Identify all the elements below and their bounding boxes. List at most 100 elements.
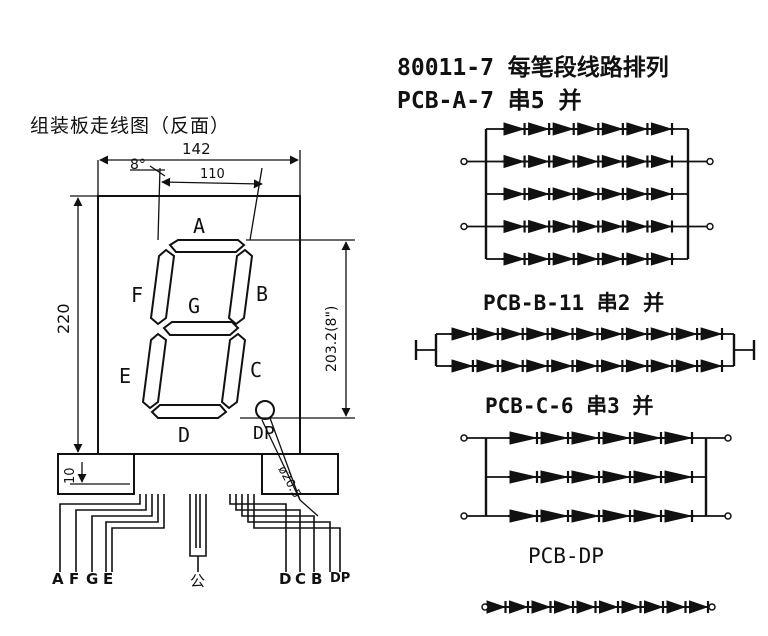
led-diode-icon [576,359,599,373]
right-tab [261,453,339,495]
led-diode-icon [621,600,642,614]
terminal-dot [460,157,468,166]
pin-d: D [279,570,292,588]
pin-f: F [69,570,80,588]
led-diode-icon [503,122,526,136]
led-diode-icon [476,359,499,373]
terminal-dot [706,157,714,166]
pcb-dp-label: PCB-DP [528,544,604,568]
led-diode-icon [689,600,709,614]
led-diode-icon [626,122,649,136]
pcb-dp-circuit [481,600,716,614]
led-diode-icon [601,154,624,169]
led-diode-icon [601,122,624,136]
led-diode-icon [664,509,692,523]
led-diode-icon [540,470,568,484]
led-diode-icon [528,122,550,136]
led-diode-icon [700,327,723,341]
led-diode-icon [633,431,661,445]
dim-220: 220 [54,303,73,334]
pcb-c-label: PCB-C-6 串3 并 [485,394,654,418]
led-diode-icon [600,327,624,341]
pin-dp: DP [330,571,351,586]
led-diode-icon [602,509,630,523]
led-diode-icon [476,327,499,341]
led-diode-icon [503,219,526,234]
led-diode-icon [509,431,537,445]
dp-dot [255,400,275,420]
led-diode-icon [528,187,550,201]
led-diode-icon [552,154,575,169]
led-diode-icon [528,252,550,266]
led-diode-icon [526,359,549,373]
led-diode-icon [576,327,599,341]
led-diode-icon [551,327,574,341]
led-diode-icon [503,187,526,201]
led-diode-icon [650,219,673,234]
led-diode-icon [503,154,526,169]
dim-142: 142 [182,140,211,158]
led-diode-icon [554,600,574,614]
led-diode-icon [528,219,550,234]
led-diode-icon [601,187,624,201]
led-diode-icon [540,509,568,523]
pcb-b-circuit [414,327,756,373]
segment-g-shape [162,321,240,336]
dim-angle: 8° [130,157,146,173]
segment-a-label: A [193,214,206,238]
led-diode-icon [633,470,661,484]
dim-10: 10 [63,467,78,484]
led-diode-icon [577,252,599,266]
led-diode-icon [626,187,649,201]
led-diode-icon [644,600,664,614]
led-diode-icon [552,252,575,266]
pin-c: C [295,570,307,588]
left-tab [57,453,135,495]
led-diode-icon [509,600,529,614]
led-diode-icon [577,122,599,136]
segment-dp-label: DP [253,423,275,444]
led-diode-icon [501,327,524,341]
terminal-dot [706,222,714,231]
left-title: 组装板走线图（反面） [30,115,231,137]
segment-d-shape [150,404,228,419]
pcb-a-label: PCB-A-7 串5 并 [397,88,582,114]
segment-e-shape [141,332,168,410]
led-diode-icon [602,431,630,445]
led-diode-icon [509,470,537,484]
led-diode-icon [650,122,673,136]
led-diode-icon [601,252,624,266]
segment-a-shape [168,239,246,253]
led-diode-icon [626,219,649,234]
segment-f-label: F [131,283,144,307]
pin-common: 公 [190,572,206,590]
led-diode-icon [571,509,599,523]
segment-c-shape [220,332,247,410]
led-diode-icon [650,187,673,201]
terminal-dot [460,512,468,520]
terminal-dot [481,603,489,611]
led-diode-icon [602,470,630,484]
pin-g: G [86,570,99,588]
led-diode-icon [577,219,599,234]
led-diode-icon [650,154,673,169]
led-diode-icon [664,470,692,484]
led-diode-icon [650,327,673,341]
dim-203: 203.2(8") [324,305,340,372]
led-diode-icon [451,327,474,341]
pin-a: A [52,570,64,588]
led-diode-icon [551,359,574,373]
led-diode-icon [666,600,687,614]
led-diode-icon [531,600,552,614]
led-diode-icon [552,122,575,136]
led-diode-icon [600,359,624,373]
led-diode-icon [601,219,624,234]
led-diode-icon [526,327,549,341]
led-diode-icon [625,359,649,373]
segment-d-label: D [178,423,191,447]
led-diode-icon [675,359,698,373]
right-title: 80011-7 每笔段线路排列 [397,55,669,81]
seven-segment-digit [141,239,275,420]
terminal-dot [724,512,732,520]
